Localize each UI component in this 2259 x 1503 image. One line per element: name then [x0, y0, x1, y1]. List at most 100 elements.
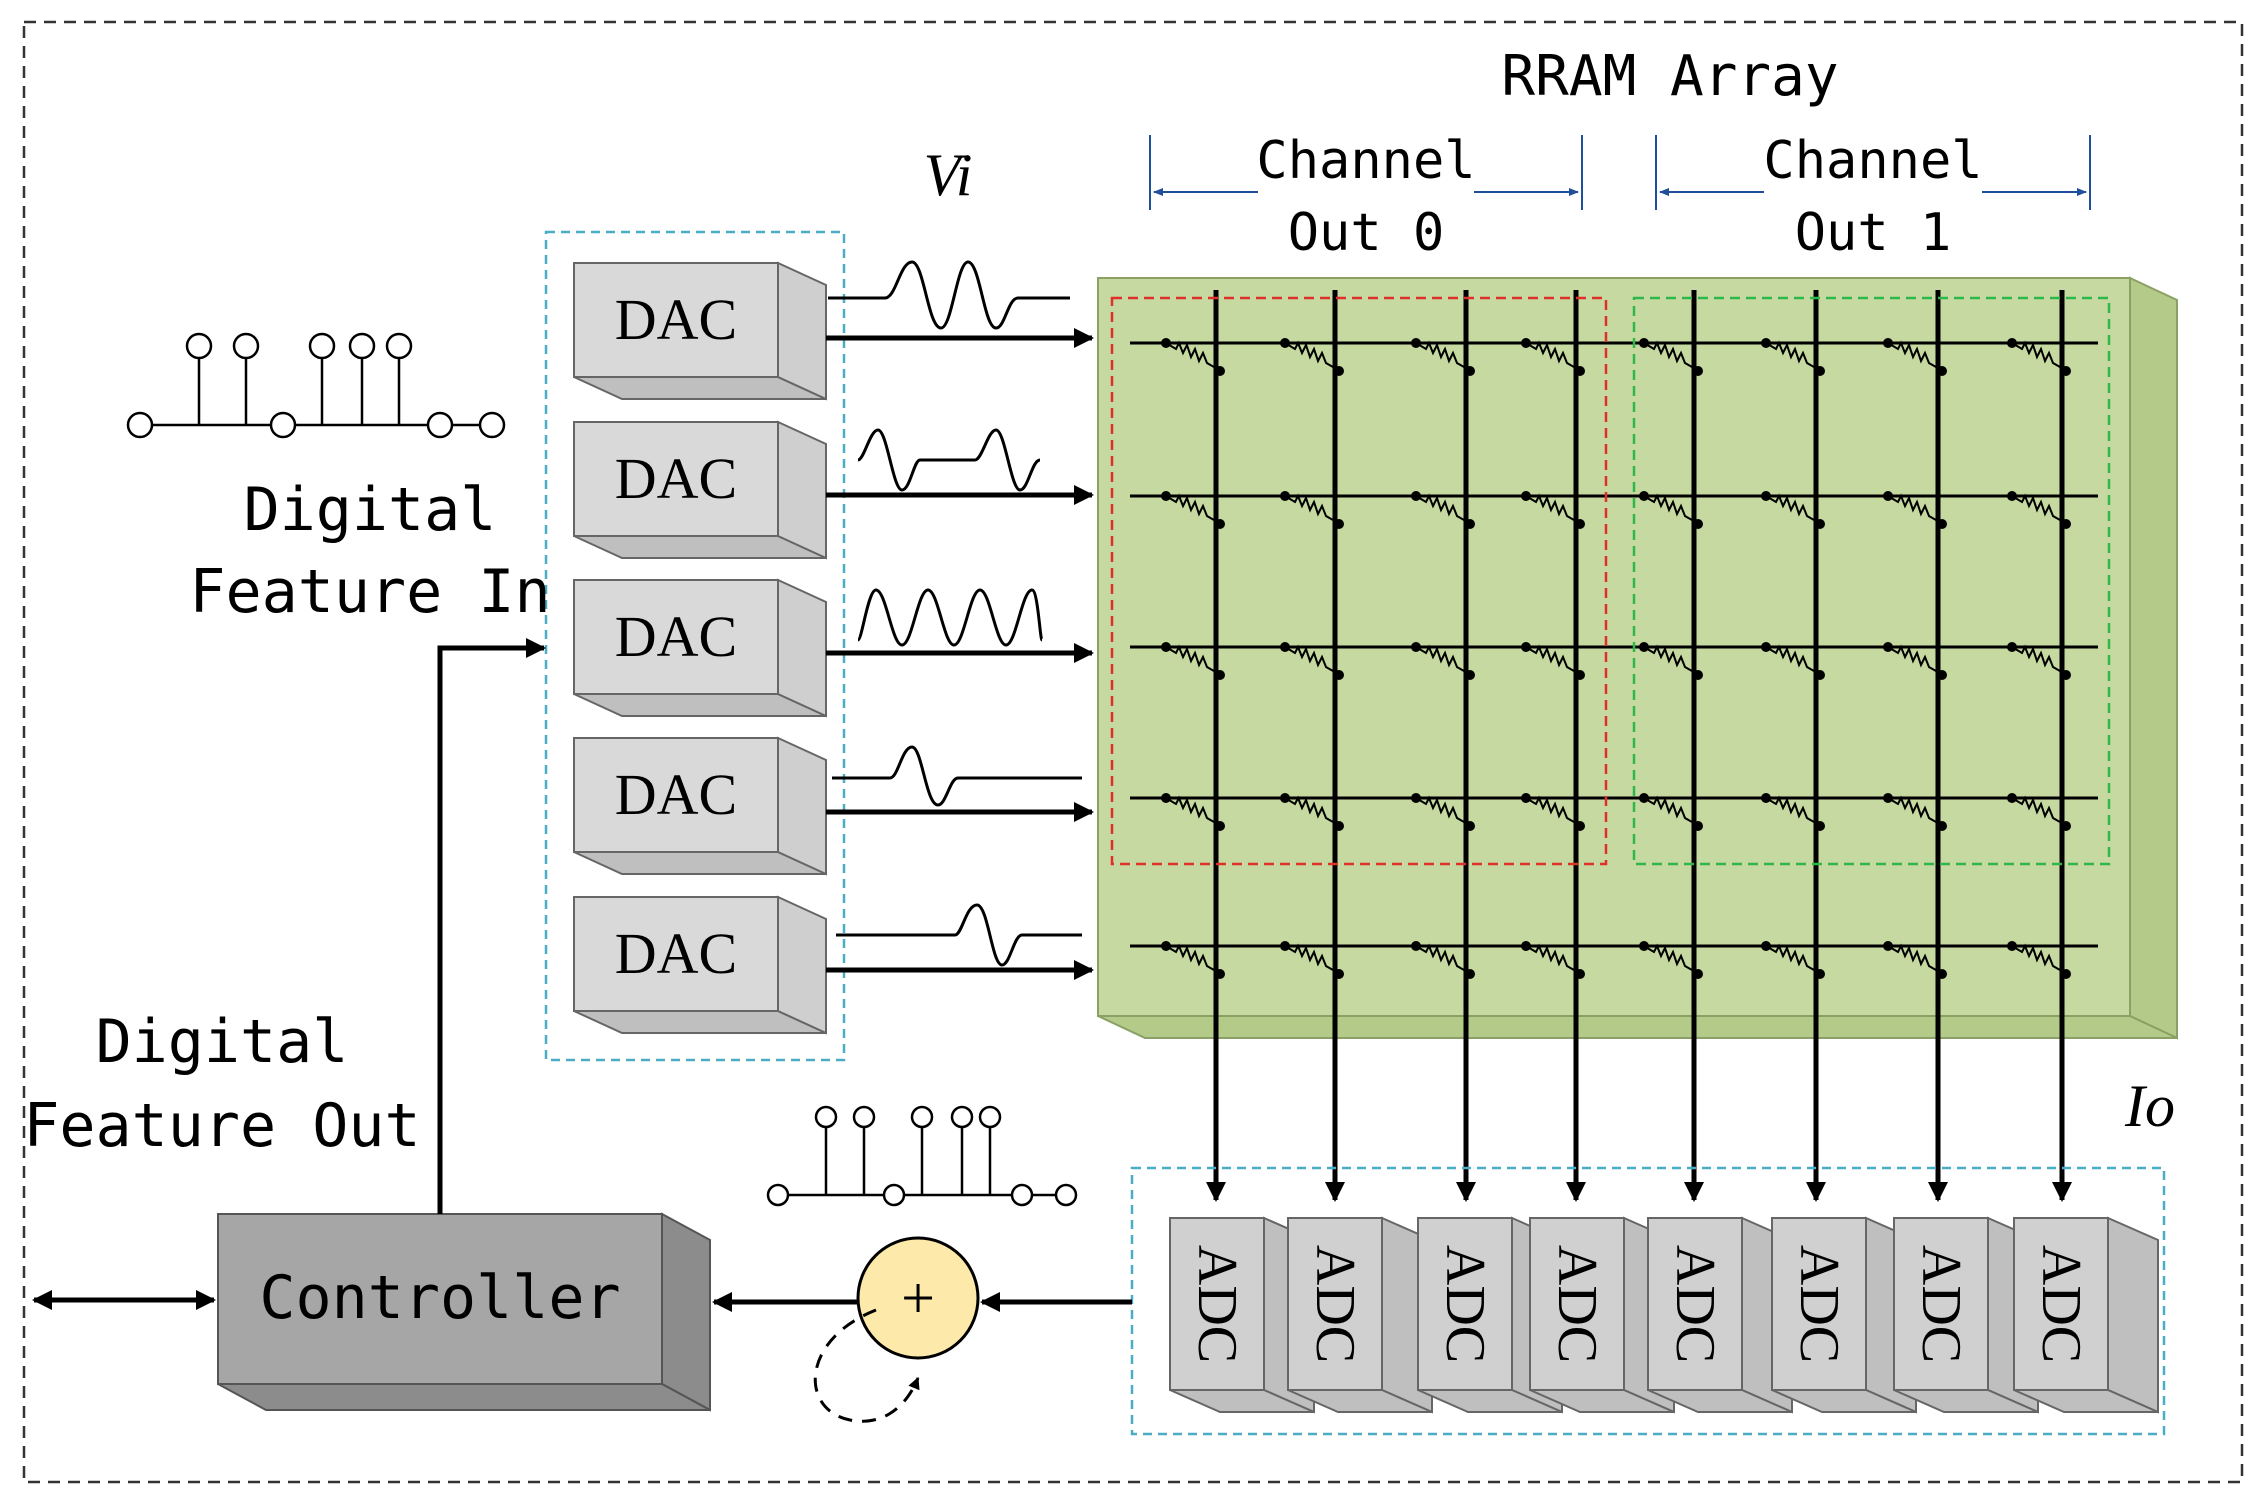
rram-cell: [2007, 642, 2071, 680]
rram-cell: [1521, 941, 1585, 979]
rram-cell: [1883, 941, 1947, 979]
digital-feature-in-label-line2: Feature In: [189, 557, 550, 627]
controller-label: Controller: [259, 1263, 620, 1333]
rram-cell: [1411, 338, 1475, 376]
channel-out-0-label-line2: Out 0: [1288, 203, 1445, 263]
rram-cell: [1411, 491, 1475, 529]
rram-array: [1097, 276, 2178, 1202]
rram-cell: [1280, 793, 1344, 831]
rram-cell: [1639, 941, 1703, 979]
adder-symbol: +: [901, 1265, 935, 1331]
rram-cell: [1161, 642, 1225, 680]
adc-block: ADC: [1647, 1216, 1793, 1414]
rram-cell: [1161, 338, 1225, 376]
adc-label: ADC: [1788, 1245, 1850, 1363]
channel-out-1-label-line1: Channel: [1763, 131, 1982, 191]
digital-feature-out-label-line1: Digital: [96, 1007, 349, 1077]
array-grid: [1130, 290, 2098, 1202]
rram-cell: [1761, 941, 1825, 979]
dac-label: DAC: [615, 287, 737, 352]
channel-out-0-region: [1110, 296, 1608, 866]
rram-cell: [1411, 941, 1475, 979]
adc-label: ADC: [1910, 1245, 1972, 1363]
array-title: RRAM Array: [1501, 44, 1838, 109]
input-signals: [826, 260, 1094, 980]
rram-cell: [1639, 642, 1703, 680]
digital-feature-in-label-line1: Digital: [244, 475, 497, 545]
waveform-row-5: [836, 903, 1082, 967]
rram-cell: [2007, 491, 2071, 529]
array-bottom-face: [1097, 1015, 2178, 1039]
rram-cell: [2007, 793, 2071, 831]
rram-cell: [1761, 338, 1825, 376]
digital-feature-out-label-line2: Feature Out: [23, 1091, 420, 1161]
rram-cell: [1883, 642, 1947, 680]
rram-cell: [1639, 793, 1703, 831]
rram-cell: [1883, 793, 1947, 831]
adc-block: ADC: [1417, 1216, 1563, 1414]
adder: [813, 1236, 980, 1423]
rram-cell: [1521, 338, 1585, 376]
rram-cell: [2007, 338, 2071, 376]
dac-block: DAC: [573, 261, 827, 401]
waveform-row-4: [832, 745, 1082, 807]
rram-cell: [1280, 642, 1344, 680]
waveform-row-2: [857, 428, 1041, 492]
adc-label: ADC: [1664, 1245, 1726, 1363]
array-side-face: [2129, 276, 2178, 1040]
vi-label: Vi: [924, 142, 973, 208]
digital-feature-in-icon: [126, 332, 506, 439]
dac-block: DAC: [573, 895, 827, 1035]
rram-cell: [1521, 642, 1585, 680]
channel-out-0-label-line1: Channel: [1256, 131, 1475, 191]
adc-label: ADC: [1304, 1245, 1366, 1363]
adc-label: ADC: [1546, 1245, 1608, 1363]
dac-block: DAC: [573, 420, 827, 560]
accumulate-loop-arrow: [813, 1308, 920, 1423]
rram-cell: [1280, 338, 1344, 376]
channel-out-1-label-line2: Out 1: [1795, 203, 1952, 263]
channel-out-1-region: [1632, 296, 2111, 866]
dac-group-region: [544, 230, 846, 1062]
rram-cell: [1161, 941, 1225, 979]
rram-cell: [1761, 793, 1825, 831]
dac-label: DAC: [615, 762, 737, 827]
feedback-arrow: [437, 638, 546, 1214]
dac-block: DAC: [573, 736, 827, 876]
dac-label: DAC: [615, 446, 737, 511]
waveform-row-3: [856, 588, 1044, 647]
rram-cell: [1411, 642, 1475, 680]
rram-cell: [1280, 491, 1344, 529]
dac-block: DAC: [573, 578, 827, 718]
dac-label: DAC: [615, 604, 737, 669]
rram-cell: [1761, 642, 1825, 680]
rram-cell: [1639, 338, 1703, 376]
rram-cell: [1521, 793, 1585, 831]
channel-out-1-dimension: [1655, 135, 2091, 210]
dac-stack: DAC DAC DAC DAC DAC: [573, 261, 827, 1035]
rram-cell: [1280, 941, 1344, 979]
adc-label: ADC: [1186, 1245, 1248, 1363]
adc-stack: ADC ADC ADC ADC ADC ADC ADC ADC: [1169, 1216, 2159, 1414]
rram-cell: [1411, 793, 1475, 831]
rram-cell: [1161, 793, 1225, 831]
rram-cell: [1639, 491, 1703, 529]
rram-cell: [2007, 941, 2071, 979]
adc-label: ADC: [1434, 1245, 1496, 1363]
rram-cell: [1161, 491, 1225, 529]
digital-feature-out-icon: [766, 1105, 1078, 1207]
rram-cell: [1883, 338, 1947, 376]
adc-block: ADC: [2013, 1216, 2159, 1414]
outer-frame: [22, 20, 2244, 1484]
rram-cell: [1883, 491, 1947, 529]
rram-cell: [1521, 491, 1585, 529]
dac-label: DAC: [615, 921, 737, 986]
waveform-row-1: [828, 260, 1070, 330]
adc-label: ADC: [2030, 1245, 2092, 1363]
adc-block: ADC: [1287, 1216, 1433, 1414]
rram-cell: [1761, 491, 1825, 529]
io-label: Io: [2124, 1073, 2175, 1139]
channel-out-0-dimension: [1149, 135, 1583, 210]
controller-block: [217, 1212, 711, 1412]
